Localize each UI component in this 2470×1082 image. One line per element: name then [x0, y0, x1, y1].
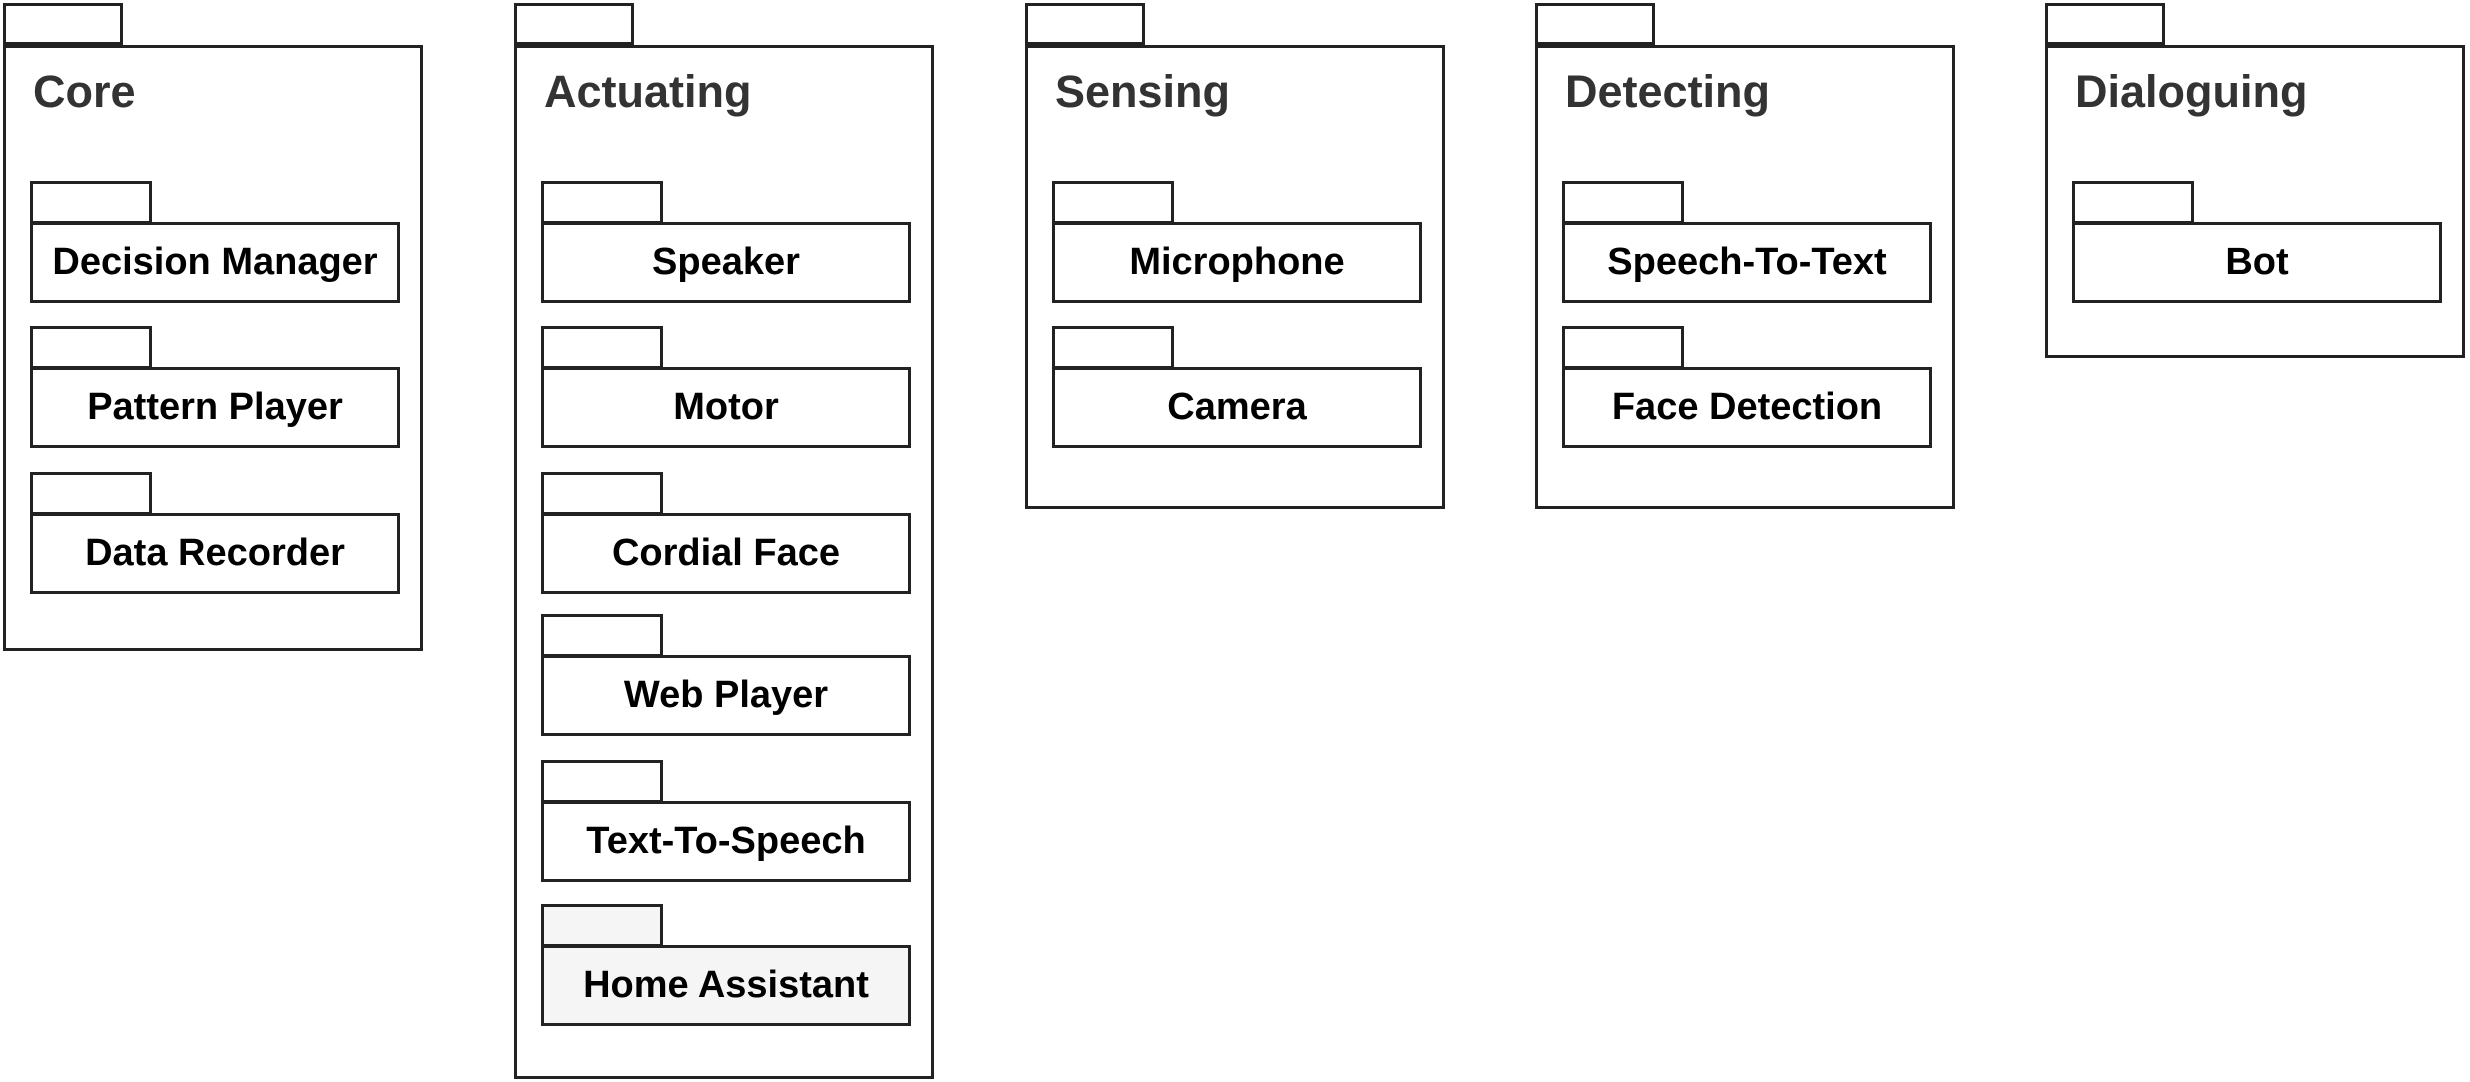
package-tab — [1025, 3, 1145, 45]
subpackage-pattern-player: Pattern Player — [30, 326, 400, 448]
subpackage-label: Bot — [2225, 241, 2289, 283]
subpackage-body: Home Assistant — [541, 945, 911, 1026]
subpackage-body: Microphone — [1052, 222, 1422, 303]
subpackage-body: Web Player — [541, 655, 911, 736]
subpackage-bot: Bot — [2072, 181, 2442, 303]
package-title: Sensing — [1055, 66, 1231, 117]
subpackage-body: Pattern Player — [30, 367, 400, 448]
subpackage-tab — [1562, 181, 1684, 224]
subpackage-tab — [541, 760, 663, 803]
subpackage-tab — [541, 614, 663, 657]
package-body: Sensing Microphone Camera — [1025, 45, 1445, 509]
subpackage-label: Face Detection — [1611, 386, 1883, 428]
subpackage-data-recorder: Data Recorder — [30, 472, 400, 594]
subpackage-body: Data Recorder — [30, 513, 400, 594]
subpackage-tab — [541, 904, 663, 947]
subpackage-tab — [541, 326, 663, 369]
subpackage-text-to-speech: Text-To-Speech — [541, 760, 911, 882]
subpackage-label: Decision Manager — [52, 241, 378, 283]
package-title: Core — [33, 66, 136, 117]
subpackage-label: Pattern Player — [87, 386, 343, 428]
subpackage-tab — [1052, 326, 1174, 369]
package-tab — [1535, 3, 1655, 45]
subpackage-body: Motor — [541, 367, 911, 448]
subpackage-camera: Camera — [1052, 326, 1422, 448]
subpackage-tab — [2072, 181, 2194, 224]
package-body: Dialoguing Bot — [2045, 45, 2465, 358]
subpackage-body: Text-To-Speech — [541, 801, 911, 882]
subpackage-tab — [541, 181, 663, 224]
package-tab — [514, 3, 634, 45]
package-body: Detecting Speech-To-Text Face Detection — [1535, 45, 1955, 509]
subpackage-label: Speech-To-Text — [1607, 241, 1887, 283]
subpackage-web-player: Web Player — [541, 614, 911, 736]
subpackage-tab — [1562, 326, 1684, 369]
subpackage-body: Face Detection — [1562, 367, 1932, 448]
subpackage-tab — [30, 181, 152, 224]
subpackage-body: Cordial Face — [541, 513, 911, 594]
subpackage-label: Motor — [673, 386, 779, 428]
subpackage-body: Bot — [2072, 222, 2442, 303]
subpackage-home-assistant: Home Assistant — [541, 904, 911, 1026]
package-body: Core Decision Manager Pattern Player Dat… — [3, 45, 423, 651]
subpackage-label: Data Recorder — [85, 532, 345, 574]
subpackage-body: Speaker — [541, 222, 911, 303]
subpackage-label: Home Assistant — [583, 964, 869, 1006]
package-tab — [2045, 3, 2165, 45]
subpackage-label: Web Player — [623, 674, 829, 716]
subpackage-speech-to-text: Speech-To-Text — [1562, 181, 1932, 303]
subpackage-label: Text-To-Speech — [586, 820, 866, 862]
subpackage-label: Camera — [1167, 386, 1307, 428]
subpackage-tab — [30, 326, 152, 369]
subpackage-label: Cordial Face — [611, 532, 841, 574]
subpackage-tab — [541, 472, 663, 515]
subpackage-label: Speaker — [652, 241, 800, 283]
package-tab — [3, 3, 123, 45]
package-title: Dialoguing — [2075, 66, 2308, 117]
subpackage-motor: Motor — [541, 326, 911, 448]
subpackage-tab — [30, 472, 152, 515]
subpackage-decision-manager: Decision Manager — [30, 181, 400, 303]
subpackage-body: Decision Manager — [30, 222, 400, 303]
subpackage-face-detection: Face Detection — [1562, 326, 1932, 448]
subpackage-body: Camera — [1052, 367, 1422, 448]
package-body: Actuating Speaker Motor Cordial Face Web… — [514, 45, 934, 1079]
subpackage-label: Microphone — [1129, 241, 1345, 283]
subpackage-tab — [1052, 181, 1174, 224]
package-title: Actuating — [544, 66, 752, 117]
subpackage-microphone: Microphone — [1052, 181, 1422, 303]
subpackage-body: Speech-To-Text — [1562, 222, 1932, 303]
package-title: Detecting — [1565, 66, 1771, 117]
subpackage-speaker: Speaker — [541, 181, 911, 303]
subpackage-cordial-face: Cordial Face — [541, 472, 911, 594]
